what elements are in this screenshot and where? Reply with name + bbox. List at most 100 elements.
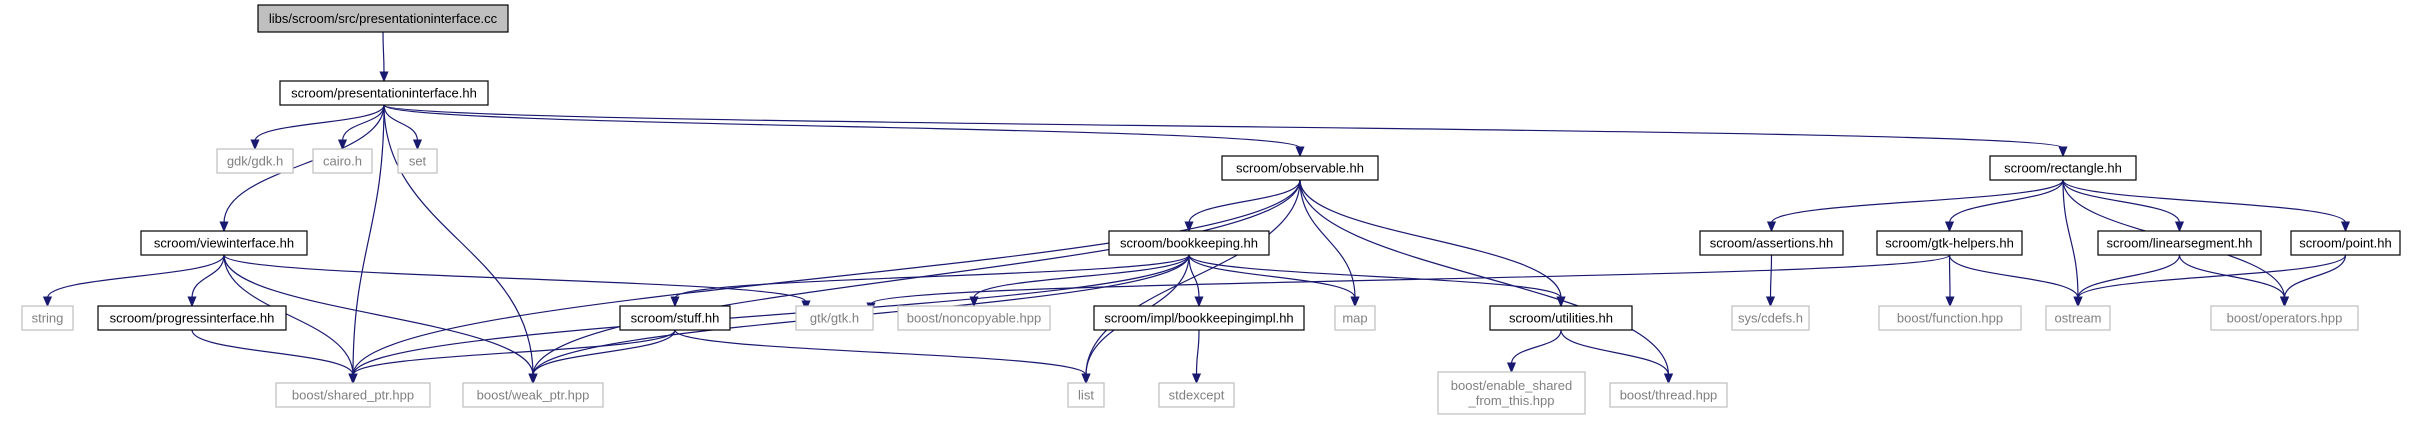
node-rect[interactable]: scroom/rectangle.hh <box>1989 155 2137 181</box>
edge-line <box>870 254 1951 305</box>
node-label: scroom/bookkeeping.hh <box>1120 236 1258 251</box>
edge-util-to-esft <box>1506 329 1562 374</box>
node-assert[interactable]: scroom/assertions.hh <box>1699 230 1844 256</box>
node-label: boost/enable_shared <box>1451 378 1572 393</box>
edge-rect-to-lseg <box>2062 179 2185 233</box>
node-label: scroom/gtk-helpers.hh <box>1885 236 2014 251</box>
node-prog[interactable]: scroom/progressinterface.hh <box>97 305 287 331</box>
node-label: ostream <box>2055 311 2102 326</box>
node-label: scroom/viewinterface.hh <box>154 236 294 251</box>
edge-bk-to-noncopy <box>969 254 1190 308</box>
edge-point-to-ostream <box>2073 254 2347 308</box>
node-label: boost/thread.hpp <box>1620 388 1718 403</box>
arrowhead-icon <box>1944 221 1955 233</box>
edge-stuff-to-wptr <box>528 329 676 385</box>
node-stuff[interactable]: scroom/stuff.hh <box>619 305 731 331</box>
edge-gtkh-to-gtk <box>866 254 1951 314</box>
edge-line <box>352 179 1301 376</box>
node-label: boost/weak_ptr.hpp <box>477 388 590 403</box>
node-box <box>1158 382 1235 408</box>
edge-line <box>2178 254 2286 299</box>
node-box <box>1093 305 1305 331</box>
node-box <box>257 4 509 33</box>
node-box <box>275 382 431 408</box>
node-noncopy: boost/noncopyable.hpp <box>897 305 1051 331</box>
edge-bk-to-sptr <box>348 254 1190 385</box>
edge-obs-to-bk <box>1184 179 1301 233</box>
node-label: gdk/gdk.h <box>227 154 283 169</box>
edge-pi-to-vi <box>219 104 385 233</box>
node-box <box>1989 155 2137 181</box>
node-cairo: cairo.h <box>312 148 373 174</box>
node-func: boost/function.hpp <box>1878 305 2022 331</box>
arrowhead-icon <box>187 296 197 308</box>
arrowhead-icon <box>1295 146 1305 158</box>
edge-gtkh-to-ostream <box>1948 254 2083 308</box>
node-label: list <box>1078 388 1094 403</box>
edge-gtkh-to-func <box>1945 254 1955 308</box>
node-box <box>1609 382 1728 408</box>
edge-line <box>1510 329 1562 365</box>
arrowhead-icon <box>42 296 53 308</box>
node-bkimpl[interactable]: scroom/impl/bookkeepingimpl.hh <box>1093 305 1305 331</box>
edge-line <box>1195 329 1200 376</box>
node-label: gtk/gtk.h <box>810 311 859 326</box>
edge-prog-to-sptr <box>191 329 358 385</box>
node-label: boost/shared_ptr.hpp <box>292 388 414 403</box>
edge-line <box>383 104 419 142</box>
node-box <box>1221 155 1379 181</box>
edge-line <box>223 254 534 376</box>
edge-line <box>674 329 1087 376</box>
edge-line <box>1948 254 2079 299</box>
arrowhead-icon <box>2279 296 2290 308</box>
edge-line <box>1948 254 1951 299</box>
arrowhead-icon <box>528 373 538 385</box>
edge-pi-to-obs <box>383 104 1305 158</box>
edge-line <box>191 329 354 376</box>
edge-line <box>2077 254 2347 299</box>
edge-line <box>223 254 807 303</box>
node-box <box>97 305 287 331</box>
edge-rect-to-point <box>2062 179 2351 233</box>
node-box <box>1108 230 1270 256</box>
node-vi[interactable]: scroom/viewinterface.hh <box>140 230 308 256</box>
node-box <box>1878 305 2022 331</box>
node-util[interactable]: scroom/utilities.hh <box>1489 305 1633 331</box>
edge-lseg-to-ops <box>2178 254 2290 308</box>
node-label: scroom/rectangle.hh <box>2004 161 2122 176</box>
node-bk[interactable]: scroom/bookkeeping.hh <box>1108 230 1270 256</box>
edge-pi-to-rect <box>383 104 2068 158</box>
node-label: boost/function.hpp <box>1897 311 2003 326</box>
edge-vi-to-gtk <box>223 254 811 312</box>
node-lseg[interactable]: scroom/linearsegment.hh <box>2097 230 2262 256</box>
node-label: cairo.h <box>323 154 362 169</box>
edge-bk-to-stuff <box>670 254 1190 308</box>
node-box <box>397 148 438 174</box>
edge-line <box>191 254 225 299</box>
arrowhead-icon <box>2058 146 2068 158</box>
arrowhead-icon <box>1194 296 1204 308</box>
node-label: scroom/utilities.hh <box>1509 311 1613 326</box>
node-box <box>2210 305 2359 331</box>
edge-vi-to-string <box>42 254 225 308</box>
edge-line <box>254 104 385 142</box>
edge-bk-to-map <box>1188 254 1360 308</box>
node-label: scroom/observable.hh <box>1236 161 1364 176</box>
node-gdk: gdk/gdk.h <box>216 148 294 174</box>
node-point[interactable]: scroom/point.hh <box>2290 230 2401 256</box>
edge-line <box>341 104 385 142</box>
node-thread: boost/thread.hpp <box>1609 382 1728 408</box>
node-pi[interactable]: scroom/presentationinterface.hh <box>279 80 489 106</box>
node-box <box>1699 230 1844 256</box>
edge-line <box>382 31 385 74</box>
node-box <box>897 305 1051 331</box>
node-obs[interactable]: scroom/observable.hh <box>1221 155 1379 181</box>
node-label: boost/noncopyable.hpp <box>907 311 1041 326</box>
node-gtkh[interactable]: scroom/gtk-helpers.hh <box>1876 230 2023 256</box>
arrowhead-icon <box>1556 296 1566 308</box>
edge-rect-to-assert <box>1766 179 2064 233</box>
node-box <box>619 305 731 331</box>
edge-line <box>352 329 676 376</box>
node-box <box>2290 230 2401 256</box>
